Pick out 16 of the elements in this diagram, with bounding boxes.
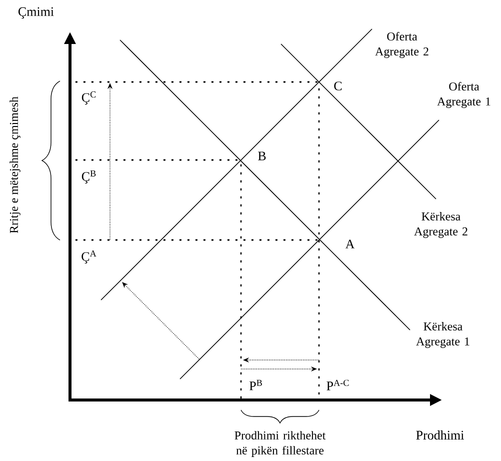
price-label: Ç$^{C}$ <box>82 91 96 105</box>
axis-title: Çmimi <box>18 7 54 19</box>
price-label: Ç$^{B}$ <box>82 170 96 184</box>
curve-label: Oferta Agregate 1 <box>437 82 490 108</box>
brace-label: Prodhimi rikthehet në pikën fillestare <box>234 431 326 457</box>
point-label: A <box>345 240 355 248</box>
curve-label: Oferta Agregate 2 <box>375 32 428 58</box>
curve-label: Kërkesa Agregate 2 <box>414 212 468 238</box>
quantity-label: P$^{B}$ <box>249 380 262 390</box>
curve-label: Kërkesa Agregate 1 <box>416 322 470 348</box>
axis-title: Prodhimi <box>416 430 464 440</box>
price-label: Ç$^{A}$ <box>82 250 96 264</box>
point-label: B <box>258 152 266 160</box>
quantity-label: P$^{A-C}$ <box>326 380 349 390</box>
brace-label: Rritje e mëtejshme çmimesh <box>10 96 20 234</box>
point-label: C <box>334 82 342 90</box>
